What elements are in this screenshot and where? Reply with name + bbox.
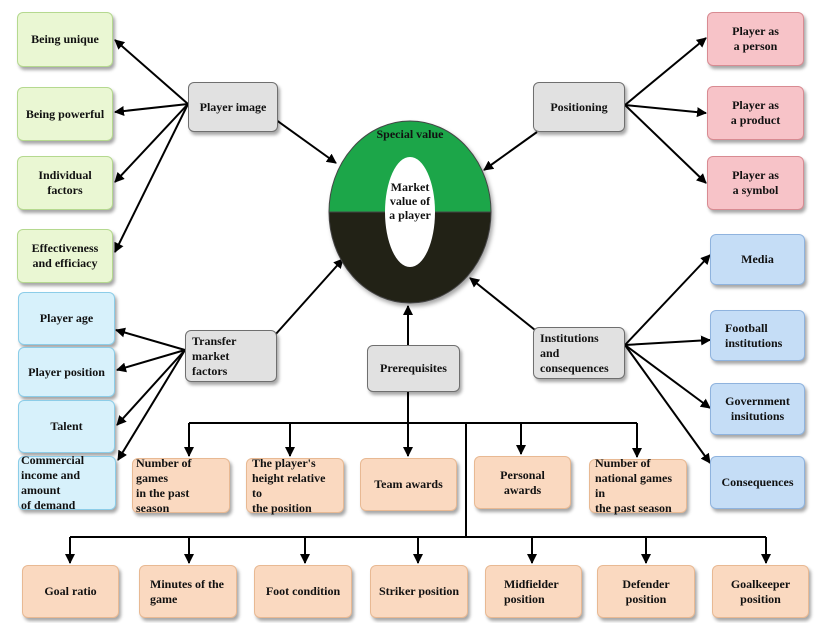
national-games-box: Number of national games in the past sea… — [589, 456, 687, 515]
personal-awards-box: Personal awards — [474, 456, 571, 509]
height-relative-box: The player's height relative to the posi… — [246, 456, 344, 515]
arrow-to-talent — [116, 349, 186, 426]
arrow-to-player-age — [115, 327, 186, 351]
arrow-to-consequences — [624, 344, 711, 464]
market-value-label: Market value of a player — [389, 180, 431, 222]
government-institutions-box: Government insitutions — [710, 383, 805, 435]
football-institutions-box: Football institutions — [710, 310, 805, 361]
arrow-player-image-to-center — [271, 116, 337, 164]
team-awards-box: Team awards — [360, 458, 457, 511]
arrow-to-football-institutions — [624, 335, 711, 346]
player-image-box: Player image — [188, 82, 278, 132]
minutes-of-game-box: Minutes of the game — [139, 565, 237, 618]
being-powerful-box: Being powerful — [17, 87, 113, 141]
arrow-institutions-to-center — [469, 277, 536, 331]
arrow-positioning-to-center — [483, 131, 538, 171]
arrow-to-effectiveness — [114, 103, 189, 253]
games-past-season-box: Number of games in the past season — [132, 456, 230, 515]
arrow-to-government-institutions — [624, 344, 711, 409]
arrow-to-being-powerful — [114, 103, 189, 116]
effectiveness-box: Effectiveness and efficiacy — [17, 229, 113, 283]
positioning-box: Positioning — [533, 82, 625, 132]
being-unique-box: Being unique — [17, 12, 113, 67]
institutions-box: Institutions and consequences — [533, 327, 625, 379]
arrow-transfer-to-center — [274, 258, 344, 336]
player-as-person-box: Player as a person — [707, 12, 804, 66]
player-age-box: Player age — [18, 292, 115, 345]
consequences-box: Consequences — [710, 456, 805, 509]
arrow-to-player-as-person — [624, 37, 707, 106]
arrow-to-media — [624, 254, 711, 346]
arrow-to-commercial-income — [117, 349, 186, 461]
commercial-income-box: Commercial income and amount of demand — [18, 453, 116, 512]
midfielder-position-box: Midfielder position — [485, 565, 582, 618]
arrow-to-player-as-symbol — [624, 104, 707, 184]
player-position-box: Player position — [18, 347, 115, 397]
arrow-to-player-as-product — [624, 104, 707, 118]
talent-box: Talent — [18, 400, 115, 453]
individual-factors-box: Individual factors — [17, 156, 113, 210]
goal-ratio-box: Goal ratio — [22, 565, 119, 618]
defender-position-box: Defender position — [597, 565, 695, 618]
arrow-to-being-unique — [114, 39, 189, 105]
goalkeeper-position-box: Goalkeeper position — [712, 565, 809, 618]
player-as-symbol-box: Player as a symbol — [707, 156, 804, 210]
foot-condition-box: Foot condition — [254, 565, 352, 618]
arrow-to-player-position — [116, 349, 186, 373]
prerequisites-box: Prerequisites — [367, 345, 460, 392]
ring-hole — [385, 157, 435, 267]
special-value-label: Special value — [376, 127, 444, 141]
media-box: Media — [710, 234, 805, 285]
arrow-to-individual-factors — [114, 103, 189, 183]
transfer-market-box: Transfer market factors — [185, 330, 277, 382]
striker-position-box: Striker position — [370, 565, 468, 618]
player-as-product-box: Player as a product — [707, 86, 804, 140]
